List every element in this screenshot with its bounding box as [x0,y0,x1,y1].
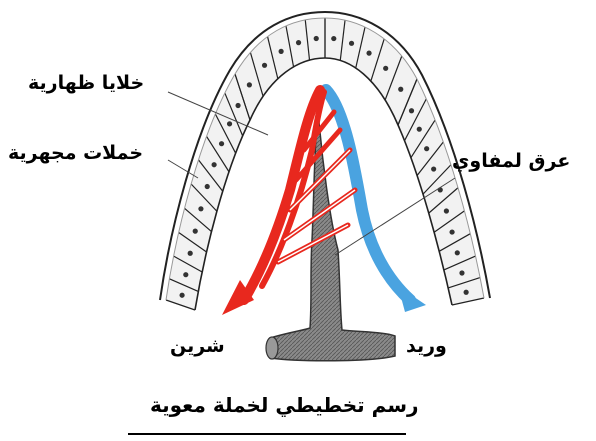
cell-nucleus [431,166,436,171]
label-lacteal: عرق لمفاوي [452,150,570,172]
cell-nucleus [331,36,336,41]
caption-underline [128,433,406,435]
cell-nucleus [296,40,301,45]
cell-nucleus [227,121,232,126]
cell-nucleus [455,250,460,255]
cell-nucleus [247,82,252,87]
cell-nucleus [279,49,284,54]
cell-nucleus [424,146,429,151]
label-microvilli: خملات مجهرية [8,142,143,164]
cell-nucleus [383,66,388,71]
cell-nucleus [205,184,210,189]
label-artery: شرين [170,335,225,357]
cell-nucleus [212,162,217,167]
cell-nucleus [183,272,188,277]
cell-nucleus [444,208,449,213]
cell-nucleus [314,36,319,41]
cell-nucleus [349,41,354,46]
label-epithelial-cells: خلايا ظهارية [28,72,144,94]
cell-nucleus [459,270,464,275]
label-vein: وريد [406,335,447,357]
cell-nucleus [179,293,184,298]
cell-nucleus [366,51,371,56]
cell-nucleus [219,141,224,146]
cell-nucleus [398,87,403,92]
cell-nucleus [188,251,193,256]
leader-microvilli [168,160,198,178]
cell-nucleus [464,290,469,295]
cell-nucleus [235,103,240,108]
lacteal-end [266,337,278,359]
diagram-caption: رسم تخطيطي لخملة معوية [150,393,419,417]
cell-nucleus [417,127,422,132]
cell-nucleus [262,63,267,68]
cell-nucleus [198,206,203,211]
cell-nucleus [449,229,454,234]
cell-nucleus [409,108,414,113]
cell-nucleus [193,229,198,234]
